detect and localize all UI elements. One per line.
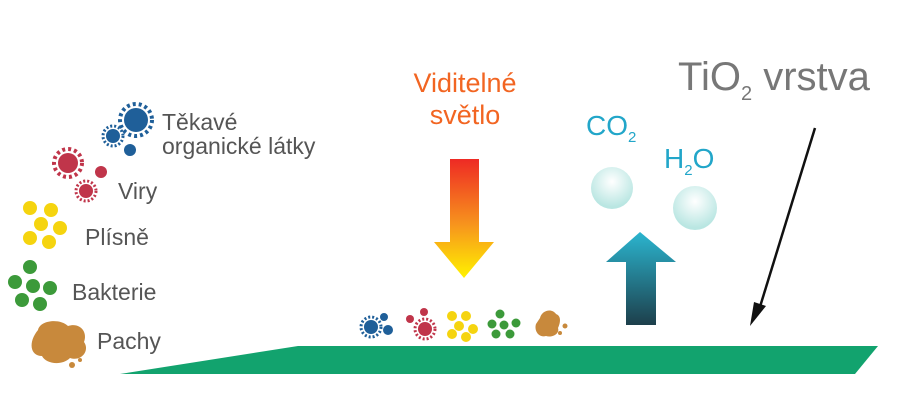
surface-voc [359,313,393,339]
surface-mold [447,311,478,342]
h2o-bubble [673,186,717,230]
light-arrow [434,159,494,278]
h2o-main: H [664,143,685,174]
odor-icon [31,321,87,368]
voc-label-line1: Těkavé [162,109,238,135]
co2-main: CO [586,110,628,141]
visible-light-line1: Viditelné [413,68,517,98]
h2o-tail: O [692,143,715,174]
tio2-surface [120,346,878,374]
virus-icon [52,147,107,203]
h2o-sub: 2 [684,162,693,179]
tio2-main: TiO [678,55,741,99]
visible-light-line2: světlo [429,99,501,130]
mold-label: Plísně [85,224,149,250]
tio2-pointer-arrow [750,127,817,326]
surface-virus [406,308,437,341]
surface-odor [535,310,568,337]
voc-icon [101,102,154,156]
surface-bacteria [487,309,521,339]
tio2-tail: vrstva [752,55,870,99]
bacteria-icon [8,260,57,311]
co2-bubble [591,167,633,209]
visible-light-label: Viditelné světlo [395,68,535,132]
odors-label: Pachy [97,328,161,354]
viruses-label: Viry [118,178,158,204]
co2-sub: 2 [628,129,637,146]
tio2-layer-label: TiO2 vrstva [678,55,870,106]
co2-label: CO2 [586,110,636,146]
h2o-label: H2O [664,143,714,179]
voc-label: Těkavé organické látky [162,110,315,158]
bacteria-label: Bakterie [72,279,157,305]
tio2-sub: 2 [740,83,753,105]
voc-label-line2: organické látky [162,133,316,160]
mold-icon [23,201,67,249]
release-arrow [606,232,676,325]
